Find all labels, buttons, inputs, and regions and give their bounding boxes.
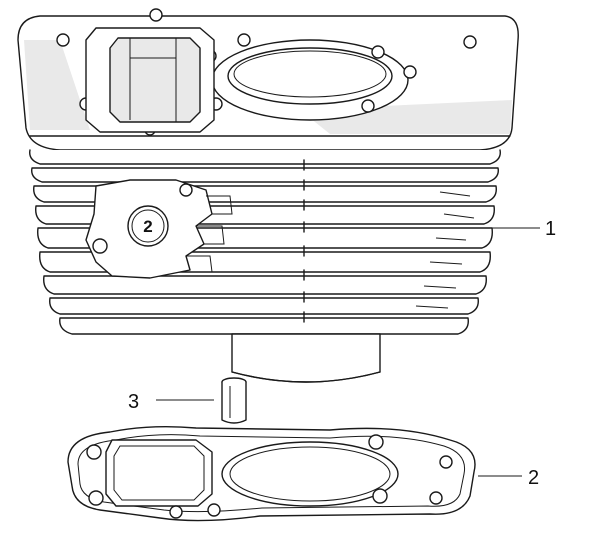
- bore-ring-inner: [227, 47, 393, 105]
- cylinder-sleeve-base: [231, 371, 381, 383]
- callout-1-label: 1: [545, 218, 556, 240]
- housing-bolt-hole: [92, 238, 108, 254]
- gasket-inner-edge: [77, 434, 466, 513]
- part-badge-inner: [131, 209, 165, 243]
- head-plate-shade-left: [24, 40, 90, 130]
- cylinder-sleeve: [231, 333, 381, 383]
- gasket-bore-hole: [221, 441, 399, 507]
- dowel-pin-upper: [221, 377, 247, 424]
- part-badge-circle: [127, 205, 169, 247]
- part-badge-label: 2: [143, 217, 152, 236]
- bore-ring-inner-2: [233, 50, 387, 98]
- base-gasket: [67, 425, 476, 522]
- gasket-chain-window-inner: [113, 445, 205, 501]
- gasket-bore-inner: [229, 446, 391, 502]
- callout-2-label: 2: [528, 467, 539, 489]
- cam-chain-port-inner: [109, 37, 201, 123]
- housing-bolt-hole-top: [179, 183, 193, 197]
- cam-chain-port-wall: [129, 38, 177, 122]
- callout-1: 1: [492, 218, 556, 240]
- callout-3: 3: [128, 391, 214, 413]
- gasket-chain-window: [105, 439, 213, 507]
- callout-3-label: 3: [128, 391, 139, 413]
- fin-right-details: [415, 191, 475, 309]
- callout-2: 2: [478, 467, 539, 489]
- cylinder-block: 2: [17, 8, 519, 383]
- gasket-stud-holes: [86, 434, 453, 519]
- housing-step-lines: [186, 195, 233, 273]
- part-badge: 2: [127, 205, 169, 247]
